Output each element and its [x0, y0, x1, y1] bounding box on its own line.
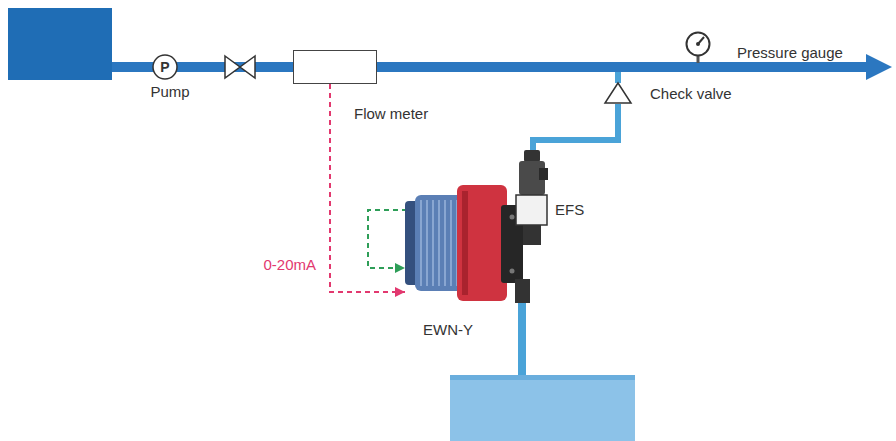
gauge-hub [696, 42, 700, 46]
motor-body [415, 195, 463, 291]
node-outline [515, 150, 548, 245]
node-outline [604, 82, 632, 104]
label-holder: P [160, 58, 169, 76]
label-holder: Pump [150, 83, 189, 101]
gauge-dial [687, 33, 710, 56]
part-label: Flow meter [354, 105, 428, 122]
pressure-gauge: Pressure gauge [685, 31, 711, 57]
label-holder: EWN-Y [423, 321, 473, 339]
label-holder: EFS [555, 201, 584, 219]
part-label: Check valve [650, 85, 732, 102]
pump-housing [457, 185, 507, 301]
check-valve-triangle [605, 83, 631, 103]
supply-tank [8, 8, 112, 80]
dosing-pipe [533, 104, 618, 150]
pump-symbol: PPump [152, 54, 178, 80]
motor-fin [450, 200, 452, 286]
gate-valve [240, 56, 255, 78]
efs-port [539, 168, 548, 180]
part-label: Pump [150, 83, 189, 100]
housing-band [462, 191, 468, 295]
chemical-tank [450, 375, 635, 441]
chemical-tank-rim [450, 375, 635, 380]
gate-valve [225, 56, 240, 78]
motor-fin [432, 200, 434, 286]
label-holder: 0-20mA [263, 256, 316, 274]
pump-letter: P [160, 59, 169, 75]
pump-head [501, 205, 523, 283]
efs-fitting [524, 150, 540, 162]
node-outline [294, 51, 378, 85]
flow-sensor: EFS [515, 150, 548, 245]
label-holder: Flow meter [354, 105, 428, 123]
signal-label: 0-20mA [263, 256, 316, 273]
part-label: EWN-Y [423, 321, 473, 338]
pump-circle [153, 55, 177, 79]
part-label: EFS [555, 201, 584, 218]
label-holder: Pressure gauge [737, 44, 843, 62]
check-valve: Check valve [604, 82, 632, 104]
efs-lower-fitting [523, 225, 541, 245]
motor-fin [420, 200, 422, 286]
motor-fin [444, 200, 446, 286]
suction-valve [515, 279, 530, 303]
head-bolt [510, 269, 515, 274]
suction-pipe [518, 300, 526, 380]
efs-sensor [516, 195, 547, 225]
node-outline [405, 183, 530, 303]
check-valve-stub [615, 72, 621, 83]
node-outline [685, 31, 711, 57]
motor-fin [426, 200, 428, 286]
flow-meter-box: Flow meter [293, 50, 377, 84]
label-holder: Check valve [650, 85, 732, 103]
part-label: Pressure gauge [737, 44, 843, 61]
flow-arrow [866, 54, 892, 80]
motor-fin [438, 200, 440, 286]
gauge-stem [697, 56, 700, 63]
metering-pump: EWN-Y [405, 183, 530, 303]
head-bolt [510, 215, 515, 220]
